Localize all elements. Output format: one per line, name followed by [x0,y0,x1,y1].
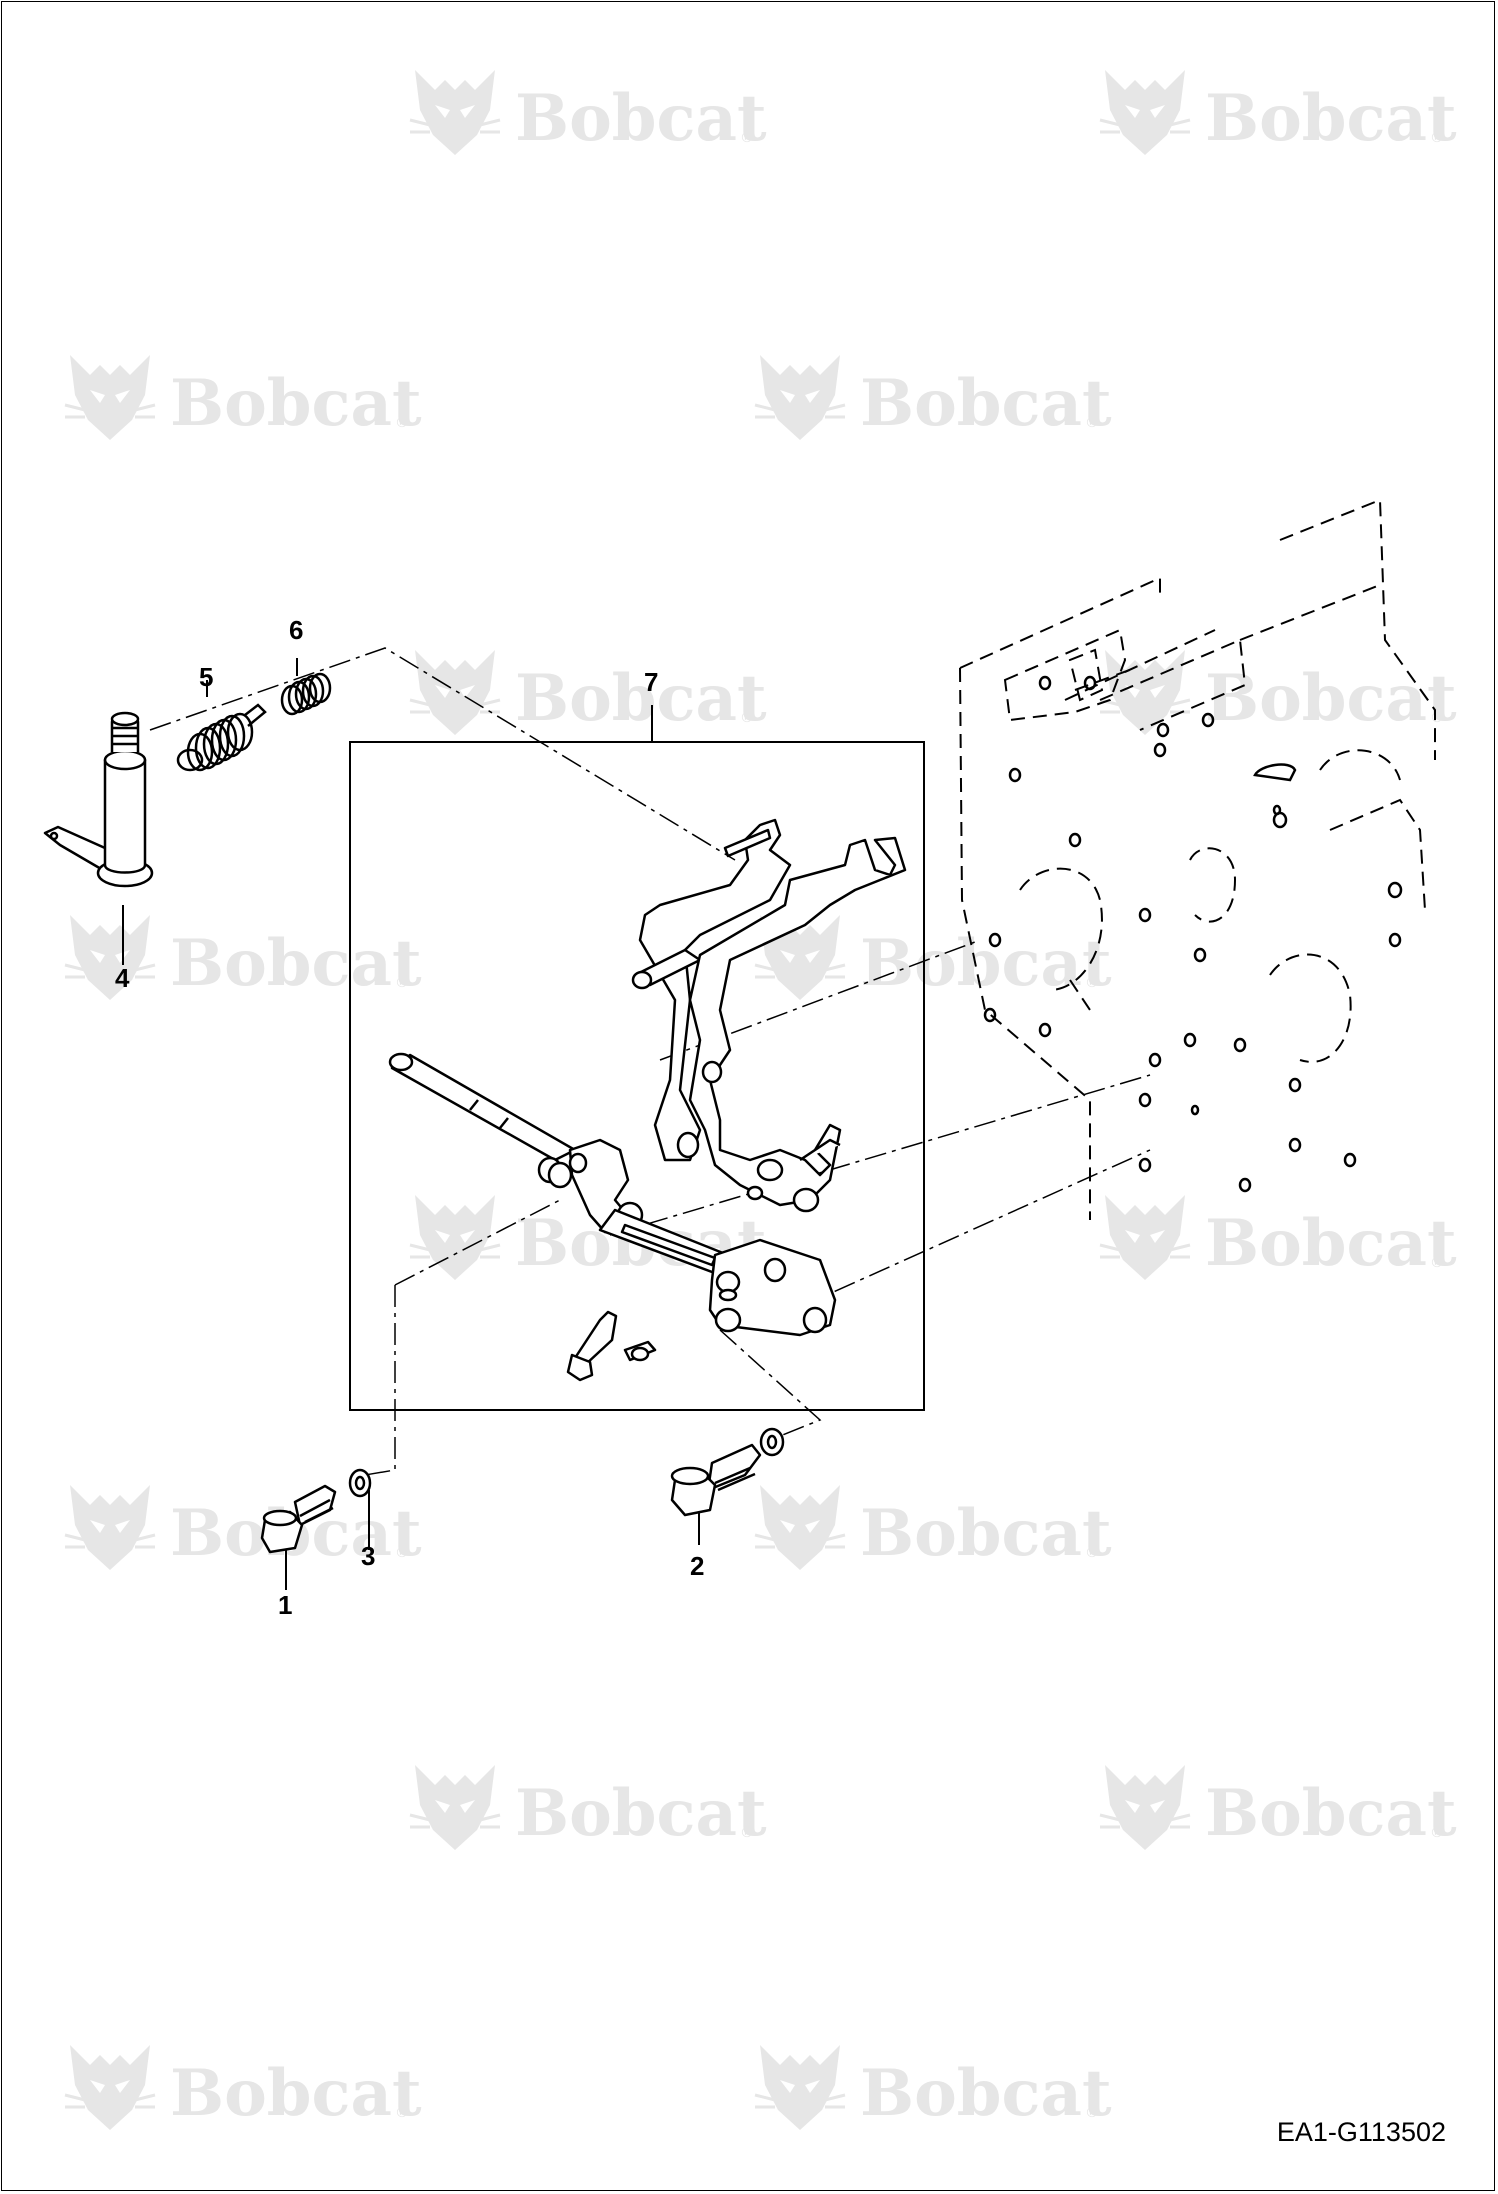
watermark-text: Bobcat [1205,1776,1457,1851]
watermark-text: Bobcat [860,926,1112,1001]
watermark-text: Bobcat [860,366,1112,441]
watermark-registered-mark: ® [395,975,409,991]
part-2-bolt [670,1427,785,1517]
part-7-shift-arm [568,1138,837,1337]
callout-5: 5 [199,662,214,692]
bobcat-watermark-logo: Bobcat® [409,650,767,736]
bobcat-watermark-logo: Bobcat® [64,915,422,1001]
watermark-registered-mark: ® [740,710,754,726]
watermark-text: Bobcat [170,926,422,1001]
bobcat-watermark-logo: Bobcat® [754,355,1112,441]
part-3-washer [348,1468,372,1498]
callout-1: 1 [278,1590,293,1620]
watermark-registered-mark: ® [1085,415,1099,431]
engine-block-holes [983,675,1403,1193]
callout-2: 2 [690,1551,705,1581]
callout-6: 6 [289,615,304,645]
drawing-id: EA1-G113502 [1276,2117,1446,2147]
callout-leaders [122,658,700,1590]
watermark-registered-mark: ® [1085,2105,1099,2121]
part-4-lever-shaft [43,711,154,888]
part-1-bolt [260,1484,337,1554]
part-7-small-bolts [566,1310,657,1382]
bobcat-watermark-logo: Bobcat® [754,2045,1112,2131]
bobcat-watermark-logo: Bobcat® [1099,1195,1457,1281]
bobcat-watermark-logo: Bobcat® [1099,70,1457,156]
watermark-text: Bobcat [170,366,422,441]
callout-3: 3 [361,1541,376,1571]
watermark-text: Bobcat [1205,81,1457,156]
watermark-registered-mark: ® [1430,710,1444,726]
bobcat-watermark-logo: Bobcat® [1099,1765,1457,1851]
watermark-layer: Bobcat®Bobcat®Bobcat®Bobcat®Bobcat®Bobca… [64,70,1457,2131]
bobcat-watermark-logo: Bobcat® [754,1485,1112,1571]
watermark-registered-mark: ® [1085,1545,1099,1561]
watermark-registered-mark: ® [395,2105,409,2121]
watermark-registered-mark: ® [395,415,409,431]
watermark-text: Bobcat [515,1776,767,1851]
watermark-registered-mark: ® [1085,975,1099,991]
bobcat-watermark-logo: Bobcat® [409,70,767,156]
watermark-text: Bobcat [515,81,767,156]
bobcat-watermark-logo: Bobcat® [409,1765,767,1851]
watermark-text: Bobcat [860,2056,1112,2131]
part-7-fork-lever-lower [688,836,907,1213]
watermark-text: Bobcat [1205,661,1457,736]
watermark-text: Bobcat [1205,1206,1457,1281]
watermark-registered-mark: ® [1430,1825,1444,1841]
watermark-registered-mark: ® [1430,1255,1444,1271]
watermark-registered-mark: ® [740,1825,754,1841]
callout-7: 7 [644,667,659,697]
watermark-registered-mark: ® [1430,130,1444,146]
watermark-registered-mark: ® [740,130,754,146]
bobcat-watermark-logo: Bobcat® [64,2045,422,2131]
part-6-spring [280,672,332,716]
part-7-shaft [388,1052,577,1189]
part-7-fork-lever-upper [631,818,792,1162]
part-5-spring [176,703,267,772]
bobcat-watermark-logo: Bobcat® [1099,650,1457,736]
watermark-text: Bobcat [170,2056,422,2131]
callout-4: 4 [115,963,130,993]
watermark-text: Bobcat [515,661,767,736]
watermark-registered-mark: ® [395,1545,409,1561]
kit-box [349,741,925,1411]
bobcat-watermark-logo: Bobcat® [64,355,422,441]
watermark-text: Bobcat [860,1496,1112,1571]
